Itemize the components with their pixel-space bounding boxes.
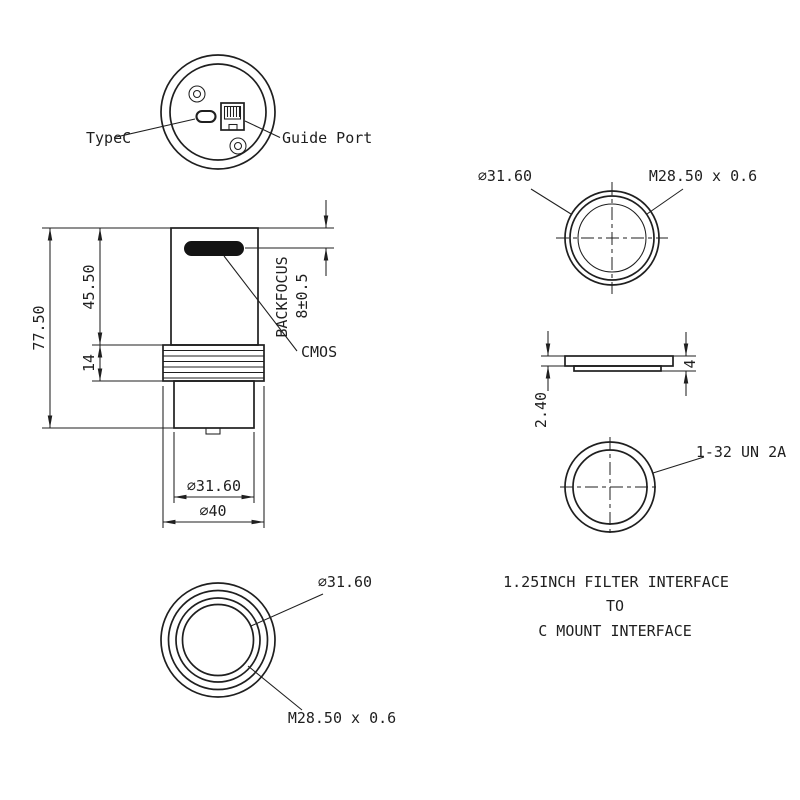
- dim-inner-diameter: ⌀31.60: [187, 477, 241, 495]
- thread-leader-line: [247, 665, 303, 711]
- adapter-side-view: 2.40 4: [532, 331, 699, 428]
- extension-lines: [42, 227, 334, 528]
- dim-front-diameter: ⌀31.60: [478, 167, 532, 185]
- diameter-leader-line: [250, 593, 324, 627]
- dim-upper-height: 45.50: [80, 264, 98, 309]
- screw-hole-top: [188, 85, 206, 103]
- dim-overall-height: 77.50: [30, 305, 48, 350]
- typec-leader-line: [113, 118, 196, 139]
- guide-port-leader-line: [244, 120, 281, 138]
- camera-lower-barrel: [173, 380, 255, 429]
- dimension-lines: [47, 200, 329, 525]
- dim-bottom-thread: M28.50 x 0.6: [288, 709, 396, 727]
- backfocus-label: BACKFOCUS: [273, 256, 291, 337]
- adapter-lip: [573, 365, 662, 372]
- dim-total-thickness: 4: [681, 359, 699, 368]
- thread-leader-line: [652, 456, 705, 474]
- camera-back-view: TypeC Guide Port: [86, 54, 372, 170]
- dim-backfocus: 8±0.5: [293, 273, 311, 318]
- caption-line-1: 1.25INCH FILTER INTERFACE: [503, 573, 729, 591]
- adapter-flange: [564, 355, 674, 367]
- guide-port-label: Guide Port: [282, 129, 372, 147]
- caption-line-2: TO: [606, 597, 624, 615]
- caption-line-3: C MOUNT INTERFACE: [538, 622, 692, 640]
- dim-rib-height: 14: [80, 354, 98, 372]
- cmos-leader-line: [223, 255, 298, 352]
- adapter-caption: 1.25INCH FILTER INTERFACE TO C MOUNT INT…: [503, 573, 729, 640]
- guide-port: [220, 102, 245, 131]
- nosepiece-front-view: ⌀31.60 M28.50 x 0.6: [160, 573, 396, 727]
- camera-side-view: 77.50 45.50 14 BACKFOCUS 8±0.5 CMOS ⌀31.…: [30, 200, 337, 528]
- heatsink-ribs: [162, 344, 265, 382]
- thread-leader-line: [646, 188, 684, 215]
- dim-flange-thickness: 2.40: [532, 392, 550, 428]
- cmos-label: CMOS: [301, 343, 337, 361]
- bottom-nub: [205, 427, 221, 435]
- front-thread-view: ⌀31.60 M28.50 x 0.6: [478, 167, 757, 294]
- cmos-sensor-window: [184, 241, 244, 256]
- dim-outer-diameter: ⌀40: [199, 502, 226, 520]
- diameter-leader-line: [530, 188, 572, 215]
- adapter-front-view: 1-32 UN 2A: [560, 437, 786, 537]
- dim-front-thread: M28.50 x 0.6: [649, 167, 757, 185]
- dim-adapter-thread: 1-32 UN 2A: [696, 443, 786, 461]
- screw-hole-bottom: [229, 137, 247, 155]
- typec-label: TypeC: [86, 129, 131, 147]
- typec-port: [195, 109, 217, 124]
- dim-bottom-diameter: ⌀31.60: [318, 573, 372, 591]
